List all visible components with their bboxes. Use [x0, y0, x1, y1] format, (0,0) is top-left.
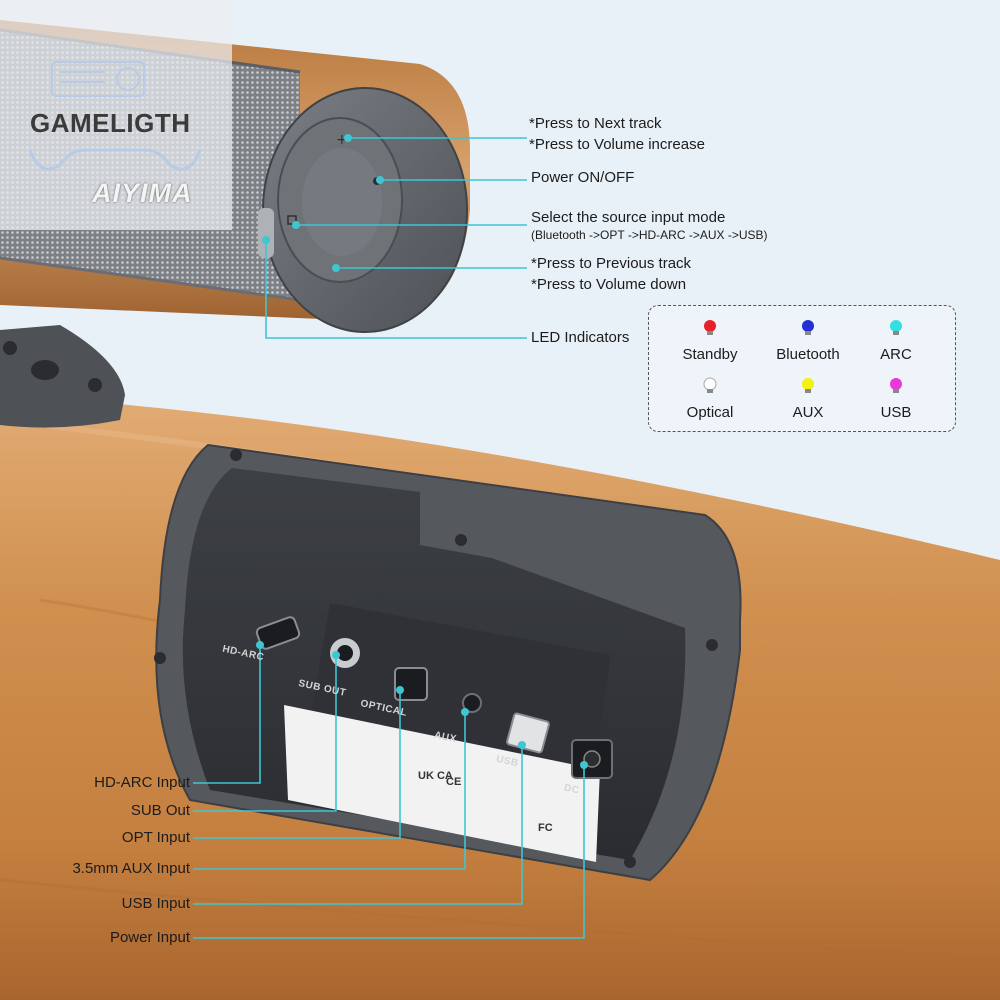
bulb-icon [703, 377, 717, 393]
label-hdarc-input: HD-ARC Input [94, 774, 190, 791]
led-label: AUX [792, 404, 824, 421]
label-sub-out: SUB Out [130, 802, 190, 819]
led-bluetooth: Bluetooth [763, 316, 853, 363]
callout-source: Select the source input mode [531, 209, 726, 226]
brand-logo: AIYIMA [92, 178, 193, 208]
port-panel [154, 443, 742, 882]
sticker-ce: CE [446, 776, 462, 788]
callout-volume-down: *Press to Volume down [531, 276, 687, 293]
label-aux-input: 3.5mm AUX Input [72, 860, 190, 877]
wall-mount-bracket [0, 325, 125, 428]
leader-lines [193, 137, 585, 939]
bulb-icon [802, 320, 814, 335]
watermark-text: GAMELIGTH [30, 108, 191, 138]
led-legend: Standby Bluetooth ARC Optical AUX USB [648, 305, 956, 432]
led-usb: USB [851, 374, 941, 421]
label-usb-input: USB Input [121, 895, 190, 912]
sticker-ukca: UK CA [418, 770, 453, 782]
callout-power: Power ON/OFF [531, 169, 635, 186]
bulb-icon [890, 320, 902, 335]
svg-text:+: + [336, 132, 348, 148]
label-opt-input: OPT Input [121, 829, 190, 846]
led-label: Bluetooth [776, 346, 840, 363]
bulb-icon [890, 378, 902, 393]
callout-volume-up: *Press to Volume increase [529, 136, 705, 153]
bulb-icon [802, 378, 814, 393]
led-standby: Standby [665, 316, 755, 363]
label-power-input: Power Input [109, 929, 190, 946]
led-aux: AUX [763, 374, 853, 421]
led-label: ARC [880, 346, 912, 363]
led-arc: ARC [851, 316, 941, 363]
led-label: USB [880, 404, 912, 421]
callout-prev-track: *Press to Previous track [531, 255, 692, 272]
callout-source-modes: (Bluetooth ->OPT ->HD-ARC ->AUX ->USB) [531, 228, 768, 242]
led-label: Optical [686, 404, 734, 421]
led-optical: Optical [665, 374, 755, 421]
led-label: Standby [682, 346, 738, 363]
sticker-fc: FC [538, 822, 553, 834]
watermark-overlay [0, 0, 232, 230]
callout-next-track: *Press to Next track [529, 115, 662, 132]
bulb-icon [704, 320, 716, 335]
callout-led: LED Indicators [531, 329, 630, 346]
leader-dots [256, 134, 588, 769]
